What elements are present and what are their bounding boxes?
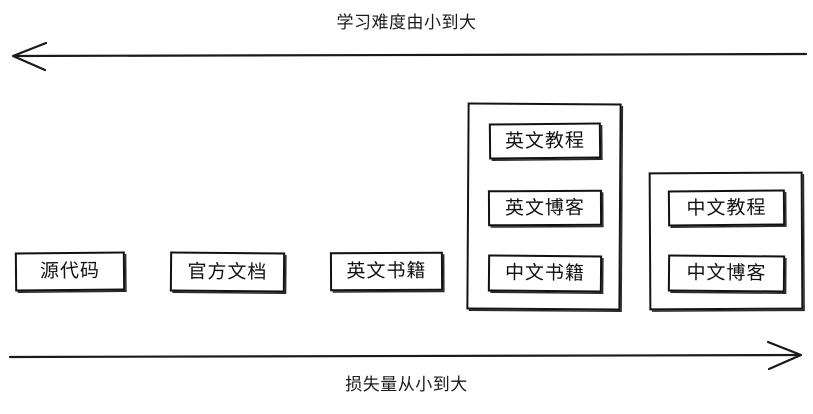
top-axis-arrow — [11, 41, 808, 72]
node-english-books[interactable]: 英文书籍 — [329, 251, 444, 292]
node-label: 英文书籍 — [346, 259, 427, 283]
node-label: 中文教程 — [686, 196, 767, 219]
top-axis-label: 学习难度由小到大 — [336, 13, 477, 33]
node-source-code[interactable]: 源代码 — [14, 251, 126, 292]
node-chinese-blog[interactable]: 中文博客 — [667, 254, 786, 293]
bottom-axis-arrow — [8, 340, 803, 371]
node-chinese-books[interactable]: 中文书籍 — [487, 254, 603, 293]
node-label: 中文书籍 — [504, 261, 586, 285]
node-english-tutorial[interactable]: 英文教程 — [488, 122, 602, 160]
node-label: 英文博客 — [504, 196, 586, 219]
node-label: 官方文档 — [187, 260, 268, 283]
node-chinese-tutorial[interactable]: 中文教程 — [667, 189, 786, 227]
node-official-docs[interactable]: 官方文档 — [169, 251, 286, 293]
node-label: 源代码 — [39, 259, 101, 283]
node-label: 中文博客 — [686, 261, 767, 285]
node-english-blog[interactable]: 英文博客 — [487, 189, 603, 227]
bottom-axis-label: 损失量从小到大 — [345, 375, 468, 395]
node-label: 英文教程 — [504, 129, 586, 152]
